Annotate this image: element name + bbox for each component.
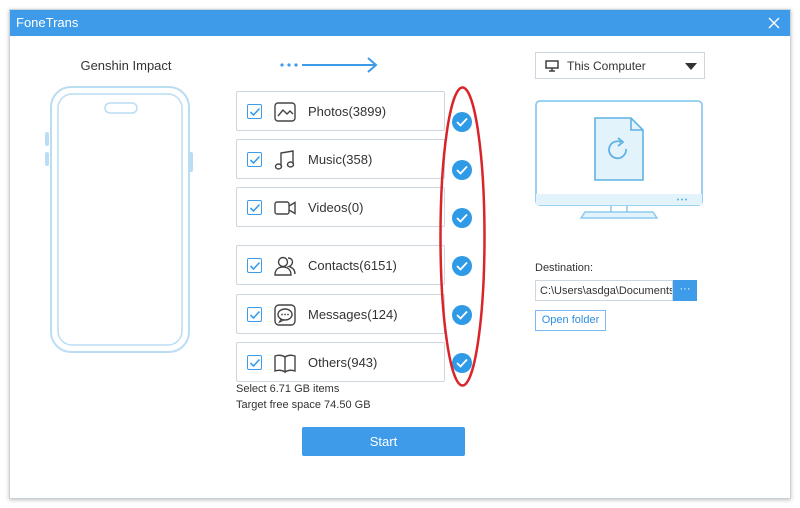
category-row-messages[interactable]: Messages(124): [236, 294, 445, 334]
check-circle-icon: [456, 117, 468, 127]
category-row-music[interactable]: Music(358): [236, 139, 445, 179]
computer-monitor-illustration: [535, 100, 703, 219]
photo-icon: [274, 102, 296, 122]
contacts-checkbox[interactable]: [247, 258, 262, 273]
open-folder-button[interactable]: Open folder: [535, 310, 606, 331]
checkmark-icon: [249, 358, 261, 368]
destination-path-field[interactable]: C:\Users\asdga\Documents\: [535, 280, 673, 301]
transfer-direction-arrow: [280, 57, 378, 73]
checkmark-icon: [249, 261, 261, 271]
category-row-videos[interactable]: Videos(0): [236, 187, 445, 227]
videos-checkbox[interactable]: [247, 200, 262, 215]
selection-summary: Select 6.71 GB items Target free space 7…: [236, 381, 371, 413]
computer-icon: [545, 60, 559, 72]
others-checkbox[interactable]: [247, 355, 262, 370]
contacts-ready-check: [452, 256, 472, 276]
check-circle-icon: [456, 261, 468, 271]
check-circle-icon: [456, 165, 468, 175]
book-icon: [274, 354, 296, 374]
check-circle-icon: [456, 213, 468, 223]
category-row-others[interactable]: Others(943): [236, 342, 445, 382]
music-label: Music(358): [308, 152, 373, 167]
phone-illustration: [45, 86, 193, 353]
browse-folder-button[interactable]: ···: [673, 280, 697, 301]
photos-checkbox[interactable]: [247, 104, 262, 119]
destination-target-select[interactable]: This Computer: [535, 52, 705, 79]
others-label: Others(943): [308, 355, 378, 370]
chevron-down-icon: [685, 63, 697, 70]
app-title: FoneTrans: [16, 15, 79, 30]
checkmark-icon: [249, 107, 261, 117]
close-icon: [768, 17, 780, 29]
messages-ready-check: [452, 305, 472, 325]
checkmark-icon: [249, 310, 261, 320]
messages-label: Messages(124): [308, 307, 398, 322]
title-bar: FoneTrans: [10, 10, 790, 36]
selected-size-text: Select 6.71 GB items: [236, 383, 340, 395]
music-ready-check: [452, 160, 472, 180]
start-button[interactable]: Start: [302, 427, 465, 456]
checkmark-icon: [249, 203, 261, 213]
contacts-label: Contacts(6151): [308, 258, 397, 273]
others-ready-check: [452, 353, 472, 373]
contacts-icon: [274, 256, 296, 276]
videos-ready-check: [452, 208, 472, 228]
videos-label: Videos(0): [308, 200, 364, 215]
destination-target-value: This Computer: [567, 59, 646, 73]
check-circle-icon: [456, 358, 468, 368]
message-bubble-icon: [274, 304, 296, 326]
video-camera-icon: [274, 201, 296, 215]
category-row-contacts[interactable]: Contacts(6151): [236, 245, 445, 285]
source-device-name: Genshin Impact: [80, 58, 172, 73]
category-row-photos[interactable]: Photos(3899): [236, 91, 445, 131]
destination-label: Destination:: [535, 262, 594, 274]
target-free-space-text: Target free space 74.50 GB: [236, 399, 371, 411]
music-checkbox[interactable]: [247, 152, 262, 167]
photos-label: Photos(3899): [308, 104, 387, 119]
messages-checkbox[interactable]: [247, 307, 262, 322]
close-button[interactable]: [764, 13, 784, 33]
check-circle-icon: [456, 310, 468, 320]
music-note-icon: [274, 150, 295, 170]
red-highlight-oval: [439, 86, 486, 387]
photos-ready-check: [452, 112, 472, 132]
checkmark-icon: [249, 155, 261, 165]
